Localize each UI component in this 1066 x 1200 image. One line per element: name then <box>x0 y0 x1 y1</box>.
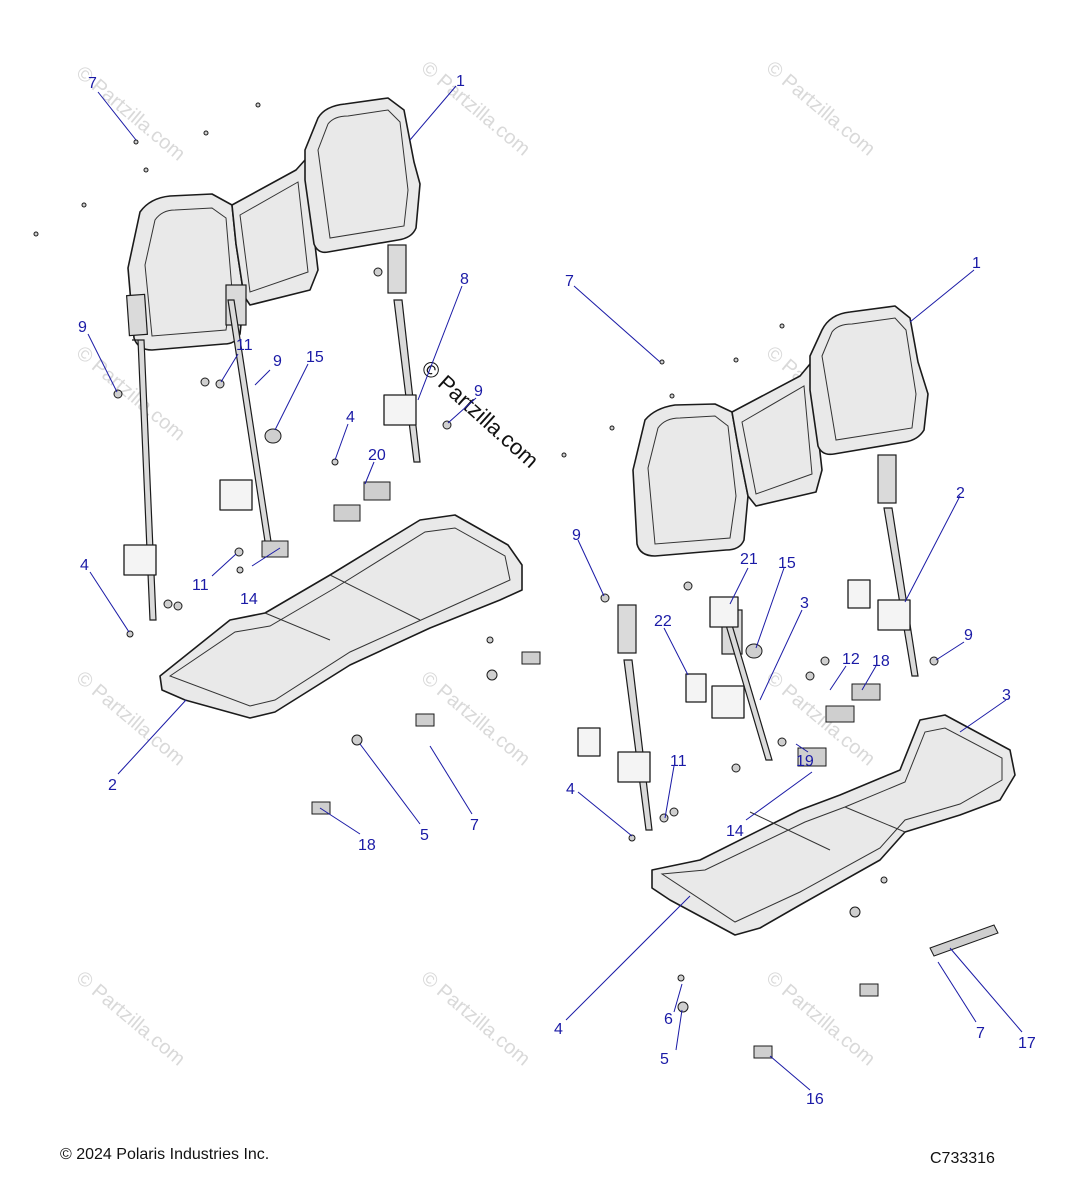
right-seat-cushion <box>651 714 1016 936</box>
callout-label: 2 <box>108 777 117 794</box>
callout-label: 11 <box>192 577 209 594</box>
callout-label: 8 <box>460 271 469 288</box>
callout-label: 4 <box>566 781 575 798</box>
watermark-text: © Partzilla.com <box>72 967 189 1070</box>
callout-labels: 1 7 9 11 9 15 8 9 4 20 4 11 14 2 18 5 7 … <box>78 73 1036 1108</box>
callout-label: 11 <box>670 753 687 770</box>
callout-label: 3 <box>1002 687 1011 704</box>
callout-label: 4 <box>80 557 89 574</box>
callout-label: 7 <box>565 273 574 290</box>
callout-label: 9 <box>474 383 483 400</box>
callout-label: 2 <box>956 485 965 502</box>
diagram-id: C733316 <box>930 1150 995 1167</box>
right-hardware <box>561 323 999 1059</box>
callout-label: 17 <box>1018 1035 1036 1052</box>
left-seatback <box>127 97 421 351</box>
callout-label: 19 <box>796 753 814 770</box>
watermark-text: © Partzilla.com <box>417 967 534 1070</box>
callout-label: 22 <box>654 613 672 630</box>
callout-label: 5 <box>660 1051 669 1068</box>
callout-label: 9 <box>964 627 973 644</box>
left-hardware <box>33 102 541 815</box>
callout-label: 5 <box>420 827 429 844</box>
callout-label: 18 <box>358 837 376 854</box>
callout-label: 14 <box>240 591 258 608</box>
callout-label: 7 <box>976 1025 985 1042</box>
leader-lines <box>87 85 1023 1091</box>
callout-label: 18 <box>872 653 890 670</box>
callout-label: 9 <box>572 527 581 544</box>
callout-label: 15 <box>778 555 796 572</box>
callout-label: 4 <box>346 409 355 426</box>
right-seatback <box>632 305 929 557</box>
watermark-center: © Partzilla.com <box>417 355 544 473</box>
watermark-text: © Partzilla.com <box>417 57 534 160</box>
watermark-text: © Partzilla.com <box>72 342 189 445</box>
callout-label: 6 <box>664 1011 673 1028</box>
callout-label: 14 <box>726 823 744 840</box>
watermark-text: © Partzilla.com <box>762 57 879 160</box>
left-seat-cushion <box>159 514 523 719</box>
callout-label: 4 <box>554 1021 563 1038</box>
callout-label: 16 <box>806 1091 824 1108</box>
left-seatbelts <box>123 244 421 621</box>
callout-label: 12 <box>842 651 860 668</box>
callout-label: 1 <box>456 73 465 90</box>
right-seatbelts <box>577 454 919 831</box>
callout-label: 9 <box>78 319 87 336</box>
callout-label: 7 <box>88 75 97 92</box>
callout-label: 1 <box>972 255 981 272</box>
callout-label: 7 <box>470 817 479 834</box>
callout-label: 20 <box>368 447 386 464</box>
callout-label: 11 <box>236 337 253 354</box>
watermark-text: © Partzilla.com <box>762 967 879 1070</box>
copyright-notice: © 2024 Polaris Industries Inc. <box>60 1146 270 1163</box>
callout-label: 9 <box>273 353 282 370</box>
callout-label: 15 <box>306 349 324 366</box>
callout-label: 21 <box>740 551 758 568</box>
callout-label: 3 <box>800 595 809 612</box>
